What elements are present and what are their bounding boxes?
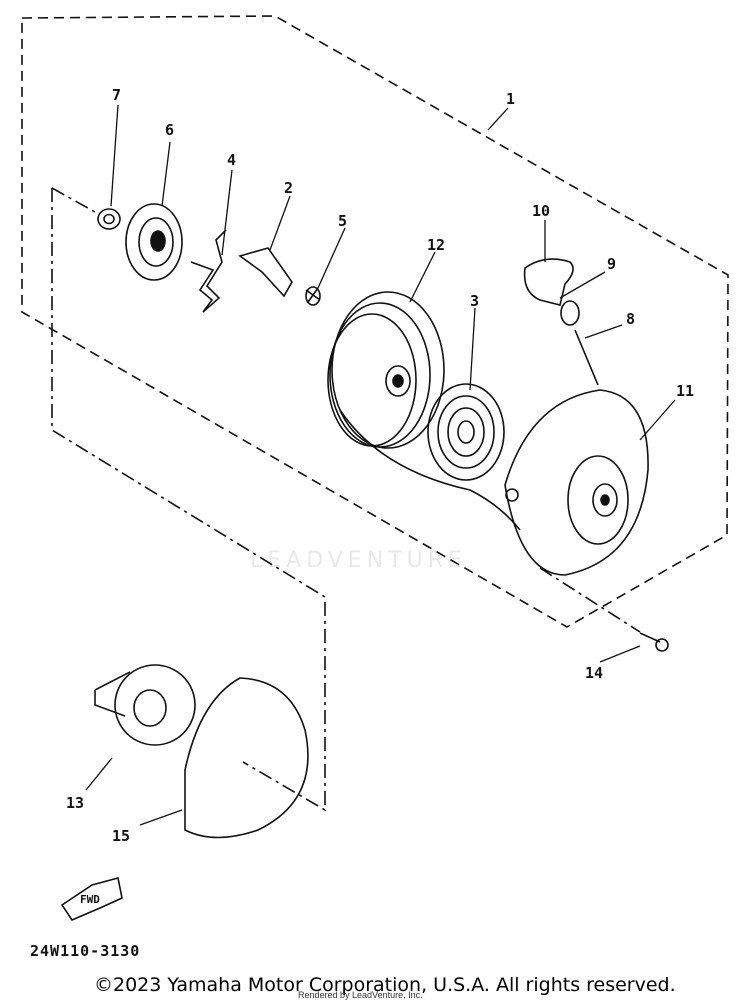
- callout-3: 3: [470, 292, 479, 310]
- fwd-arrow: FWD: [60, 877, 123, 921]
- callout-6: 6: [165, 121, 174, 139]
- part-10-handle: [523, 258, 574, 306]
- callout-1: 1: [506, 90, 515, 108]
- part-5-clip: [305, 286, 321, 306]
- part-15-gasket: [184, 677, 309, 839]
- part-7-nut: [97, 208, 121, 230]
- guide-line-box: [51, 188, 326, 812]
- copyright-notice: ©2023 Yamaha Motor Corporation, U.S.A. A…: [94, 974, 676, 996]
- callout-11: 11: [676, 382, 694, 400]
- callout-8: 8: [626, 310, 635, 328]
- part-13-pulley: [94, 664, 196, 746]
- leadventure-watermark: LEADVENTURE: [250, 548, 467, 573]
- callout-7: 7: [112, 86, 121, 104]
- part-2-pawl: [238, 247, 293, 298]
- callout-14: 14: [585, 664, 603, 682]
- part-12-sheave-drum: [327, 291, 521, 531]
- part-14-bolt: [639, 632, 669, 652]
- callout-12: 12: [427, 236, 445, 254]
- callout-13: 13: [66, 794, 84, 812]
- callout-15: 15: [112, 827, 130, 845]
- assembly-outline: [21, 15, 729, 628]
- part-3-recoil-spring: [427, 383, 505, 481]
- part-6-plate: [125, 203, 183, 281]
- rendered-by-credit: Rendered by LeadVenture, Inc.: [298, 990, 423, 1000]
- diagram-part-code: 24W110-3130: [30, 942, 141, 960]
- callout-4: 4: [227, 151, 236, 169]
- part-4-spring: [190, 229, 227, 313]
- part-11-starter-case: [504, 389, 649, 576]
- fwd-label: FWD: [80, 893, 100, 906]
- part-8-rope: [574, 329, 599, 386]
- part-9-bushing: [560, 300, 580, 326]
- callout-5: 5: [338, 212, 347, 230]
- callout-2: 2: [284, 179, 293, 197]
- callout-10: 10: [532, 202, 550, 220]
- callout-9: 9: [607, 255, 616, 273]
